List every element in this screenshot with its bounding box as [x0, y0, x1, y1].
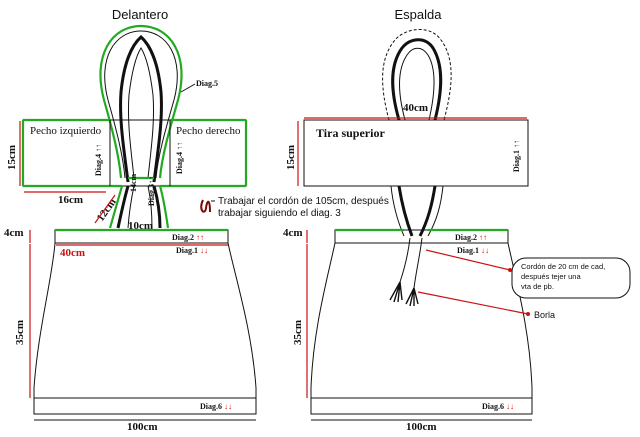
svg-text:↑↑: ↑↑	[94, 144, 103, 152]
cord-note-line2: trabajar siguiendo el diag. 3	[218, 208, 341, 219]
cord-icon	[200, 199, 215, 213]
back-skirt	[310, 228, 533, 415]
back-neck-loop	[382, 29, 452, 121]
tassel-cords	[399, 237, 423, 289]
front-straps	[108, 176, 170, 229]
svg-text:Diag.3: Diag.3	[147, 184, 156, 206]
back-top-strip-label: Tira superior	[316, 126, 385, 140]
tassel-left-icon	[389, 281, 403, 303]
back-100cm-label: 100cm	[406, 421, 437, 433]
front-35cm-label: 35cm	[14, 320, 26, 345]
front-15cm-label: 15cm	[6, 145, 18, 170]
front-100cm-label: 100cm	[127, 421, 158, 433]
cord-callout-dot	[508, 268, 512, 272]
cord-callout-line2: después tejer una	[521, 272, 581, 281]
cord-callout-pointer	[425, 249, 511, 271]
front-diag4-right: Diag.4 ↑↑	[175, 142, 184, 174]
cord-note-line1: Trabajar el cordón de 105cm, después	[218, 196, 389, 207]
svg-text:↑↑: ↑↑	[175, 142, 184, 150]
back-diag1-label: Diag.1 ↓↓	[457, 246, 489, 255]
front-16cm-label: 16cm	[58, 194, 83, 206]
back-diag6-label: Diag.6 ↓↓	[482, 402, 514, 411]
front-diag1-label: Diag.1 ↓↓	[176, 246, 208, 255]
front-diag6-label: Diag.6 ↓↓	[200, 402, 232, 411]
svg-text:Diag.4: Diag.4	[175, 152, 184, 174]
svg-text:Diag.1: Diag.1	[512, 150, 521, 172]
front-diag3-label: Diag.3 ↑↑	[147, 176, 156, 206]
back-title: Espalda	[395, 7, 443, 22]
front-14cm-label: 14cm	[129, 173, 138, 192]
back-40cm-label: 40cm	[403, 102, 428, 114]
front-diag4-left: Diag.4 ↑↑	[94, 144, 103, 176]
back-15cm-label: 15cm	[285, 145, 297, 170]
front-4cm-label: 4cm	[4, 227, 24, 239]
tassel-pointer	[417, 291, 529, 315]
front-12cm-dimline	[94, 194, 116, 224]
back-top-strip	[303, 117, 529, 187]
front-skirt	[33, 228, 257, 415]
front-chest-panel	[21, 118, 248, 188]
front-title: Delantero	[112, 7, 168, 22]
chest-right-label: Pecho derecho	[176, 125, 241, 137]
tassel-right-icon	[405, 287, 419, 307]
cord-callout-line3: vta de pb.	[521, 282, 554, 291]
front-diag2-label: Diag.2 ↑↑	[172, 233, 204, 242]
back-strip-diag1-label: Diag.1 ↑↑	[512, 140, 521, 172]
svg-text:↑↑: ↑↑	[512, 140, 521, 148]
back-4cm-label: 4cm	[283, 227, 303, 239]
front-40cm-label: 40cm	[60, 247, 85, 259]
tassel-label: Borla	[534, 310, 555, 320]
back-straps	[390, 185, 444, 237]
back-35cm-label: 35cm	[292, 320, 304, 345]
tassel-pointer-dot	[526, 312, 530, 316]
front-diag5-label: Diag.5	[196, 79, 218, 88]
svg-text:Diag.4: Diag.4	[94, 154, 103, 176]
back-diag2-label: Diag.2 ↑↑	[455, 233, 487, 242]
chest-left-label: Pecho izquierdo	[30, 125, 102, 137]
diag5-pointer	[180, 83, 196, 93]
svg-text:↑↑: ↑↑	[147, 176, 156, 184]
front-neck-loop	[99, 24, 183, 183]
cord-callout-line1: Cordón de 20 cm de cad,	[521, 262, 605, 271]
cord-callout-box	[511, 257, 631, 299]
